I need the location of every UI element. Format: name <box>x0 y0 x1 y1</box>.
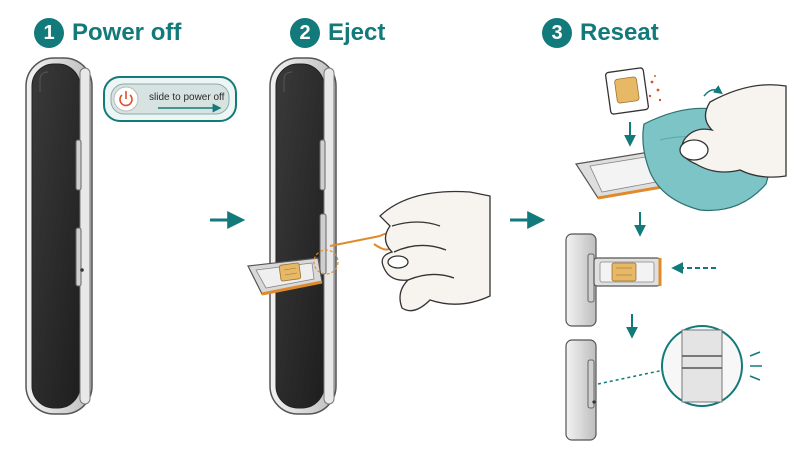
phone-side-seated <box>566 340 596 440</box>
phone-step-2 <box>270 58 336 414</box>
phone-side-insert <box>566 234 596 326</box>
wipe-arrow-icon <box>704 90 720 96</box>
zoom-leader-line <box>598 370 664 384</box>
sim-card-icon <box>605 68 661 115</box>
power-slider: slide to power off <box>104 77 236 121</box>
sim-card-icon <box>279 263 301 282</box>
magnifier-icon <box>662 326 762 406</box>
sim-card-icon <box>612 263 636 281</box>
eject-pin-icon <box>330 234 393 250</box>
hand-step-2 <box>380 192 490 311</box>
slide-label: slide to power off <box>149 92 225 103</box>
hand-step-3 <box>680 85 786 177</box>
phone-step-1 <box>26 58 92 414</box>
